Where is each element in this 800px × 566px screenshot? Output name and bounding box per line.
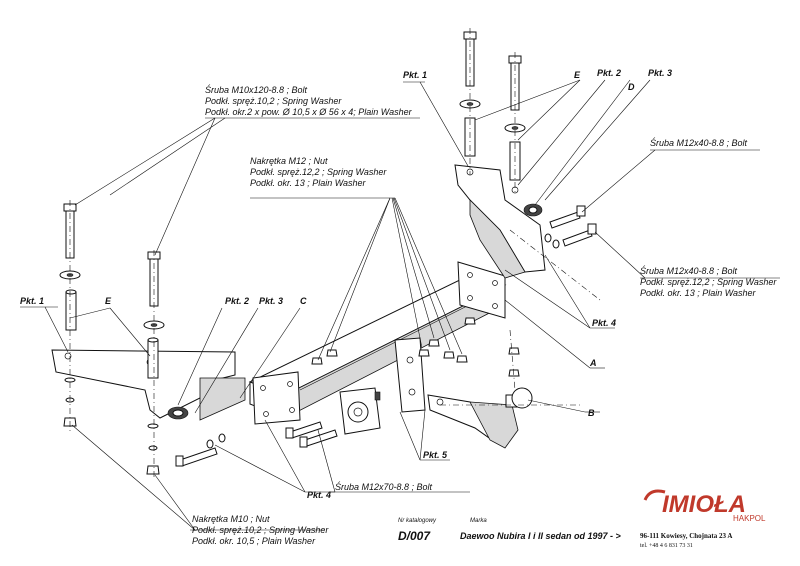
callout-line: Podkł. spręż.12,2 ; Spring Washer	[640, 277, 777, 287]
socket-plate	[339, 387, 381, 435]
axis-lines	[69, 28, 601, 478]
leader-lines	[20, 79, 780, 531]
left-nut-stack-2	[146, 423, 160, 475]
callout-nut-m12: Nakrętka M12 ; Nut Podkł. spręż.12,2 ; S…	[250, 156, 387, 188]
label-pkt3-top: Pkt. 3	[648, 68, 672, 78]
catalog-number: D/007	[398, 529, 431, 543]
callout-line: Śruba M10x120-8.8 ; Bolt	[205, 84, 308, 95]
right-side-arm	[454, 164, 546, 279]
callout-line: Podkł. spręż.10,2 ; Spring Washer	[205, 96, 342, 106]
towball-b	[427, 387, 533, 449]
callout-line: Podkł. okr.2 x pow. Ø 10,5 x Ø 56 x 4; P…	[205, 107, 413, 117]
point-labels: Pkt. 1 Pkt. 2 Pkt. 3 C E Pkt. 1 E Pkt. 2…	[20, 68, 672, 500]
crossbar-left-plate	[252, 371, 301, 425]
right-short-bolts	[544, 205, 597, 249]
catalog-label: Nr katalogowy	[398, 518, 437, 524]
imiola-logo: IMIOŁA HAKPOL 96-111 Kowiesy, Chojnata 2…	[640, 489, 766, 549]
callout-nut-m10: Nakrętka M10 ; Nut Podkł. spręż.10,2 ; S…	[192, 514, 329, 546]
label-d: D	[628, 82, 635, 92]
label-a: A	[589, 358, 597, 368]
footer: Nr katalogowy Marka D/007 Daewoo Nubira …	[398, 518, 622, 543]
label-pkt2-left: Pkt. 2	[225, 296, 249, 306]
callout-bolt-m12x40-right: Śruba M12x40-8.8 ; Bolt Podkł. spręż.12,…	[640, 265, 777, 298]
label-pkt1-top: Pkt. 1	[403, 70, 427, 80]
logo-address: 96-111 Kowiesy, Chojnata 23 A	[640, 532, 732, 540]
callout-bolt-m10: Śruba M10x120-8.8 ; Bolt Podkł. spręż.10…	[205, 84, 413, 117]
callout-line: Podkł. okr. 13 ; Plain Washer	[640, 288, 757, 298]
label-pkt3-left: Pkt. 3	[259, 296, 283, 306]
label-c: C	[300, 296, 307, 306]
label-b: B	[588, 408, 595, 418]
model-name: Daewoo Nubira I i II sedan od 1997 - >	[460, 531, 622, 541]
label-e-top: E	[574, 70, 581, 80]
crossbar-right-plate	[457, 261, 506, 319]
logo-hook-icon	[643, 489, 666, 501]
callout-line: Podkł. okr. 10,5 ; Plain Washer	[192, 536, 316, 546]
label-pkt1-left: Pkt. 1	[20, 296, 44, 306]
callout-line: Podkł. spręż.10,2 ; Spring Washer	[192, 525, 329, 535]
logo-phone: tel. +48 4 6 831 73 31	[640, 543, 693, 549]
callout-line: Podkł. okr. 13 ; Plain Washer	[250, 178, 367, 188]
label-pkt4-bottom: Pkt. 4	[307, 490, 331, 500]
left-side-arm	[51, 349, 246, 421]
callout-bolt-m12x40-top: Śruba M12x40-8.8 ; Bolt	[650, 137, 748, 148]
label-pkt2-top: Pkt. 2	[597, 68, 621, 78]
label-e-left: E	[105, 296, 112, 306]
callout-line: Śruba M12x40-8.8 ; Bolt	[650, 137, 748, 148]
label-pkt4-right: Pkt. 4	[592, 318, 616, 328]
callout-line: Nakrętka M10 ; Nut	[192, 514, 270, 524]
callout-line: Śruba M12x40-8.8 ; Bolt	[640, 265, 738, 276]
logo-name: IMIOŁA	[662, 491, 746, 518]
label-pkt5: Pkt. 5	[423, 450, 448, 460]
logo-sub: HAKPOL	[733, 514, 766, 523]
callout-line: Nakrętka M12 ; Nut	[250, 156, 328, 166]
brand-label: Marka	[470, 518, 487, 524]
callout-bolt-m12x70: Śruba M12x70-8.8 ; Bolt	[335, 481, 433, 492]
callout-line: Śruba M12x70-8.8 ; Bolt	[335, 481, 433, 492]
crossbar-nuts	[311, 317, 520, 377]
callout-line: Podkł. spręż.12,2 ; Spring Washer	[250, 167, 387, 177]
lower-bolts	[175, 421, 338, 467]
center-hanger	[394, 337, 426, 413]
